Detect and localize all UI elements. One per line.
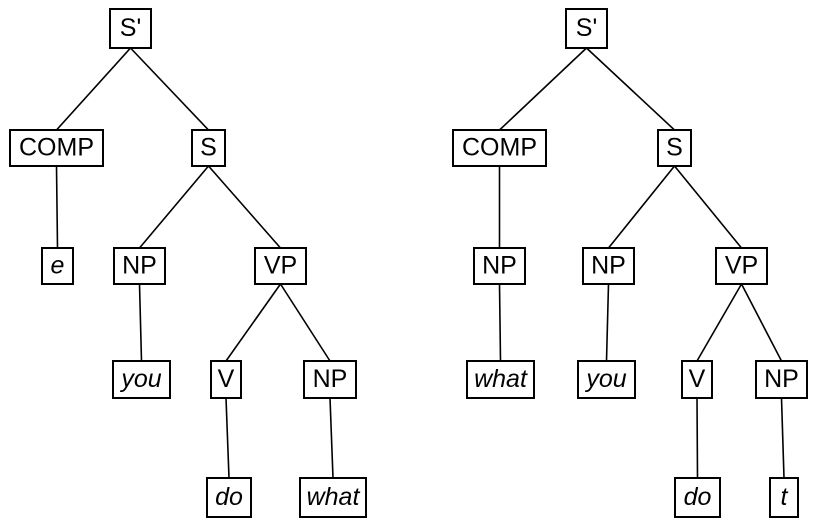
tree-node-r-do: do <box>673 476 722 519</box>
tree-edge-l-v-to-l-do <box>225 397 230 479</box>
tree-edge-l-s-to-l-vp <box>207 165 282 249</box>
tree-node-l-vp: VP <box>253 246 308 286</box>
node-box <box>253 246 308 286</box>
node-box <box>451 128 548 168</box>
node-box <box>302 359 358 400</box>
node-label: NP <box>122 252 157 280</box>
tree-edge-l-s-to-l-np1 <box>138 165 210 249</box>
node-label: V <box>689 365 706 393</box>
tree-edge-l-vp-to-l-v <box>225 283 282 362</box>
node-label: do <box>215 483 243 511</box>
node-box <box>111 359 172 400</box>
tree-node-r-vp: VP <box>714 246 769 286</box>
tree-edge-l-sbar-to-l-comp <box>55 47 132 131</box>
node-label: do <box>684 483 712 511</box>
tree-node-l-np1: NP <box>112 246 167 286</box>
node-label: what <box>474 365 528 393</box>
tree-nodes-right-tree: S' COMP S NP NP VP what you V NP do t <box>451 7 809 519</box>
tree-node-r-you: you <box>576 359 637 400</box>
node-box <box>190 128 227 168</box>
tree-edge-r-sbar-to-r-s <box>585 47 676 131</box>
node-label: S' <box>576 14 597 42</box>
tree-edge-r-np0-to-r-what <box>498 283 502 362</box>
node-box <box>298 476 368 519</box>
tree-edge-l-np1-to-l-you <box>138 283 143 362</box>
node-label: VP <box>264 252 297 280</box>
tree-node-r-t: t <box>768 476 800 519</box>
edges-layer <box>55 47 785 479</box>
tree-node-r-what: what <box>465 359 536 400</box>
tree-edge-r-s-to-r-vp <box>673 165 743 249</box>
tree-node-l-s: S <box>190 128 227 168</box>
node-label: NP <box>482 252 517 280</box>
tree-edge-r-np2-to-r-t <box>780 397 785 479</box>
tree-node-l-what: what <box>298 476 368 519</box>
node-box <box>465 359 536 400</box>
tree-edges-left-tree <box>55 47 334 479</box>
tree-node-r-np0: NP <box>472 246 527 286</box>
tree-edge-l-vp-to-l-np2 <box>279 283 331 362</box>
node-label: NP <box>591 252 626 280</box>
node-box <box>673 476 722 519</box>
node-box <box>112 246 167 286</box>
tree-node-l-e: e <box>40 246 75 286</box>
node-label: NP <box>764 365 799 393</box>
tree-edge-r-sbar-to-r-comp <box>498 47 588 131</box>
tree-node-r-v: V <box>680 359 714 400</box>
tree-edges-right-tree <box>498 47 785 479</box>
node-box <box>576 359 637 400</box>
node-box <box>209 359 243 400</box>
tree-node-r-comp: COMP <box>451 128 548 168</box>
tree-edge-l-comp-to-l-e <box>55 165 59 249</box>
node-label: COMP <box>462 134 537 162</box>
node-box <box>8 128 105 168</box>
node-label: V <box>218 365 235 393</box>
node-label: what <box>307 483 361 511</box>
node-box <box>205 476 253 519</box>
tree-edge-l-np2-to-l-what <box>329 397 334 479</box>
node-label: t <box>781 483 789 511</box>
node-label: you <box>119 365 161 393</box>
node-box <box>768 476 800 519</box>
tree-edge-l-sbar-to-l-s <box>129 47 210 131</box>
tree-node-l-you: you <box>111 359 172 400</box>
tree-node-l-v: V <box>209 359 243 400</box>
node-label: you <box>584 365 626 393</box>
tree-node-r-sbar: S' <box>564 7 609 50</box>
node-box <box>472 246 527 286</box>
node-label: VP <box>725 252 758 280</box>
tree-edge-r-s-to-r-np1 <box>607 165 676 249</box>
tree-edge-r-vp-to-r-np2 <box>740 283 783 362</box>
node-label: S <box>666 134 683 162</box>
tree-node-r-np2: NP <box>754 359 809 400</box>
node-label: S' <box>120 14 141 42</box>
node-box <box>108 7 153 50</box>
tree-edge-r-v-to-r-do <box>696 397 699 479</box>
tree-edge-r-vp-to-r-v <box>696 283 743 362</box>
node-box <box>754 359 809 400</box>
node-box <box>581 246 636 286</box>
node-label: e <box>51 252 65 280</box>
node-label: S <box>200 134 217 162</box>
node-box <box>680 359 714 400</box>
tree-node-r-np1: NP <box>581 246 636 286</box>
tree-node-r-s: S <box>656 128 693 168</box>
tree-node-l-do: do <box>205 476 253 519</box>
tree-node-l-comp: COMP <box>8 128 105 168</box>
tree-edge-r-np1-to-r-you <box>605 283 610 362</box>
tree-node-l-sbar: S' <box>108 7 153 50</box>
node-box <box>40 246 75 286</box>
node-label: COMP <box>19 134 94 162</box>
node-box <box>714 246 769 286</box>
node-label: NP <box>313 365 348 393</box>
node-box <box>656 128 693 168</box>
tree-node-l-np2: NP <box>302 359 358 400</box>
node-box <box>564 7 609 50</box>
